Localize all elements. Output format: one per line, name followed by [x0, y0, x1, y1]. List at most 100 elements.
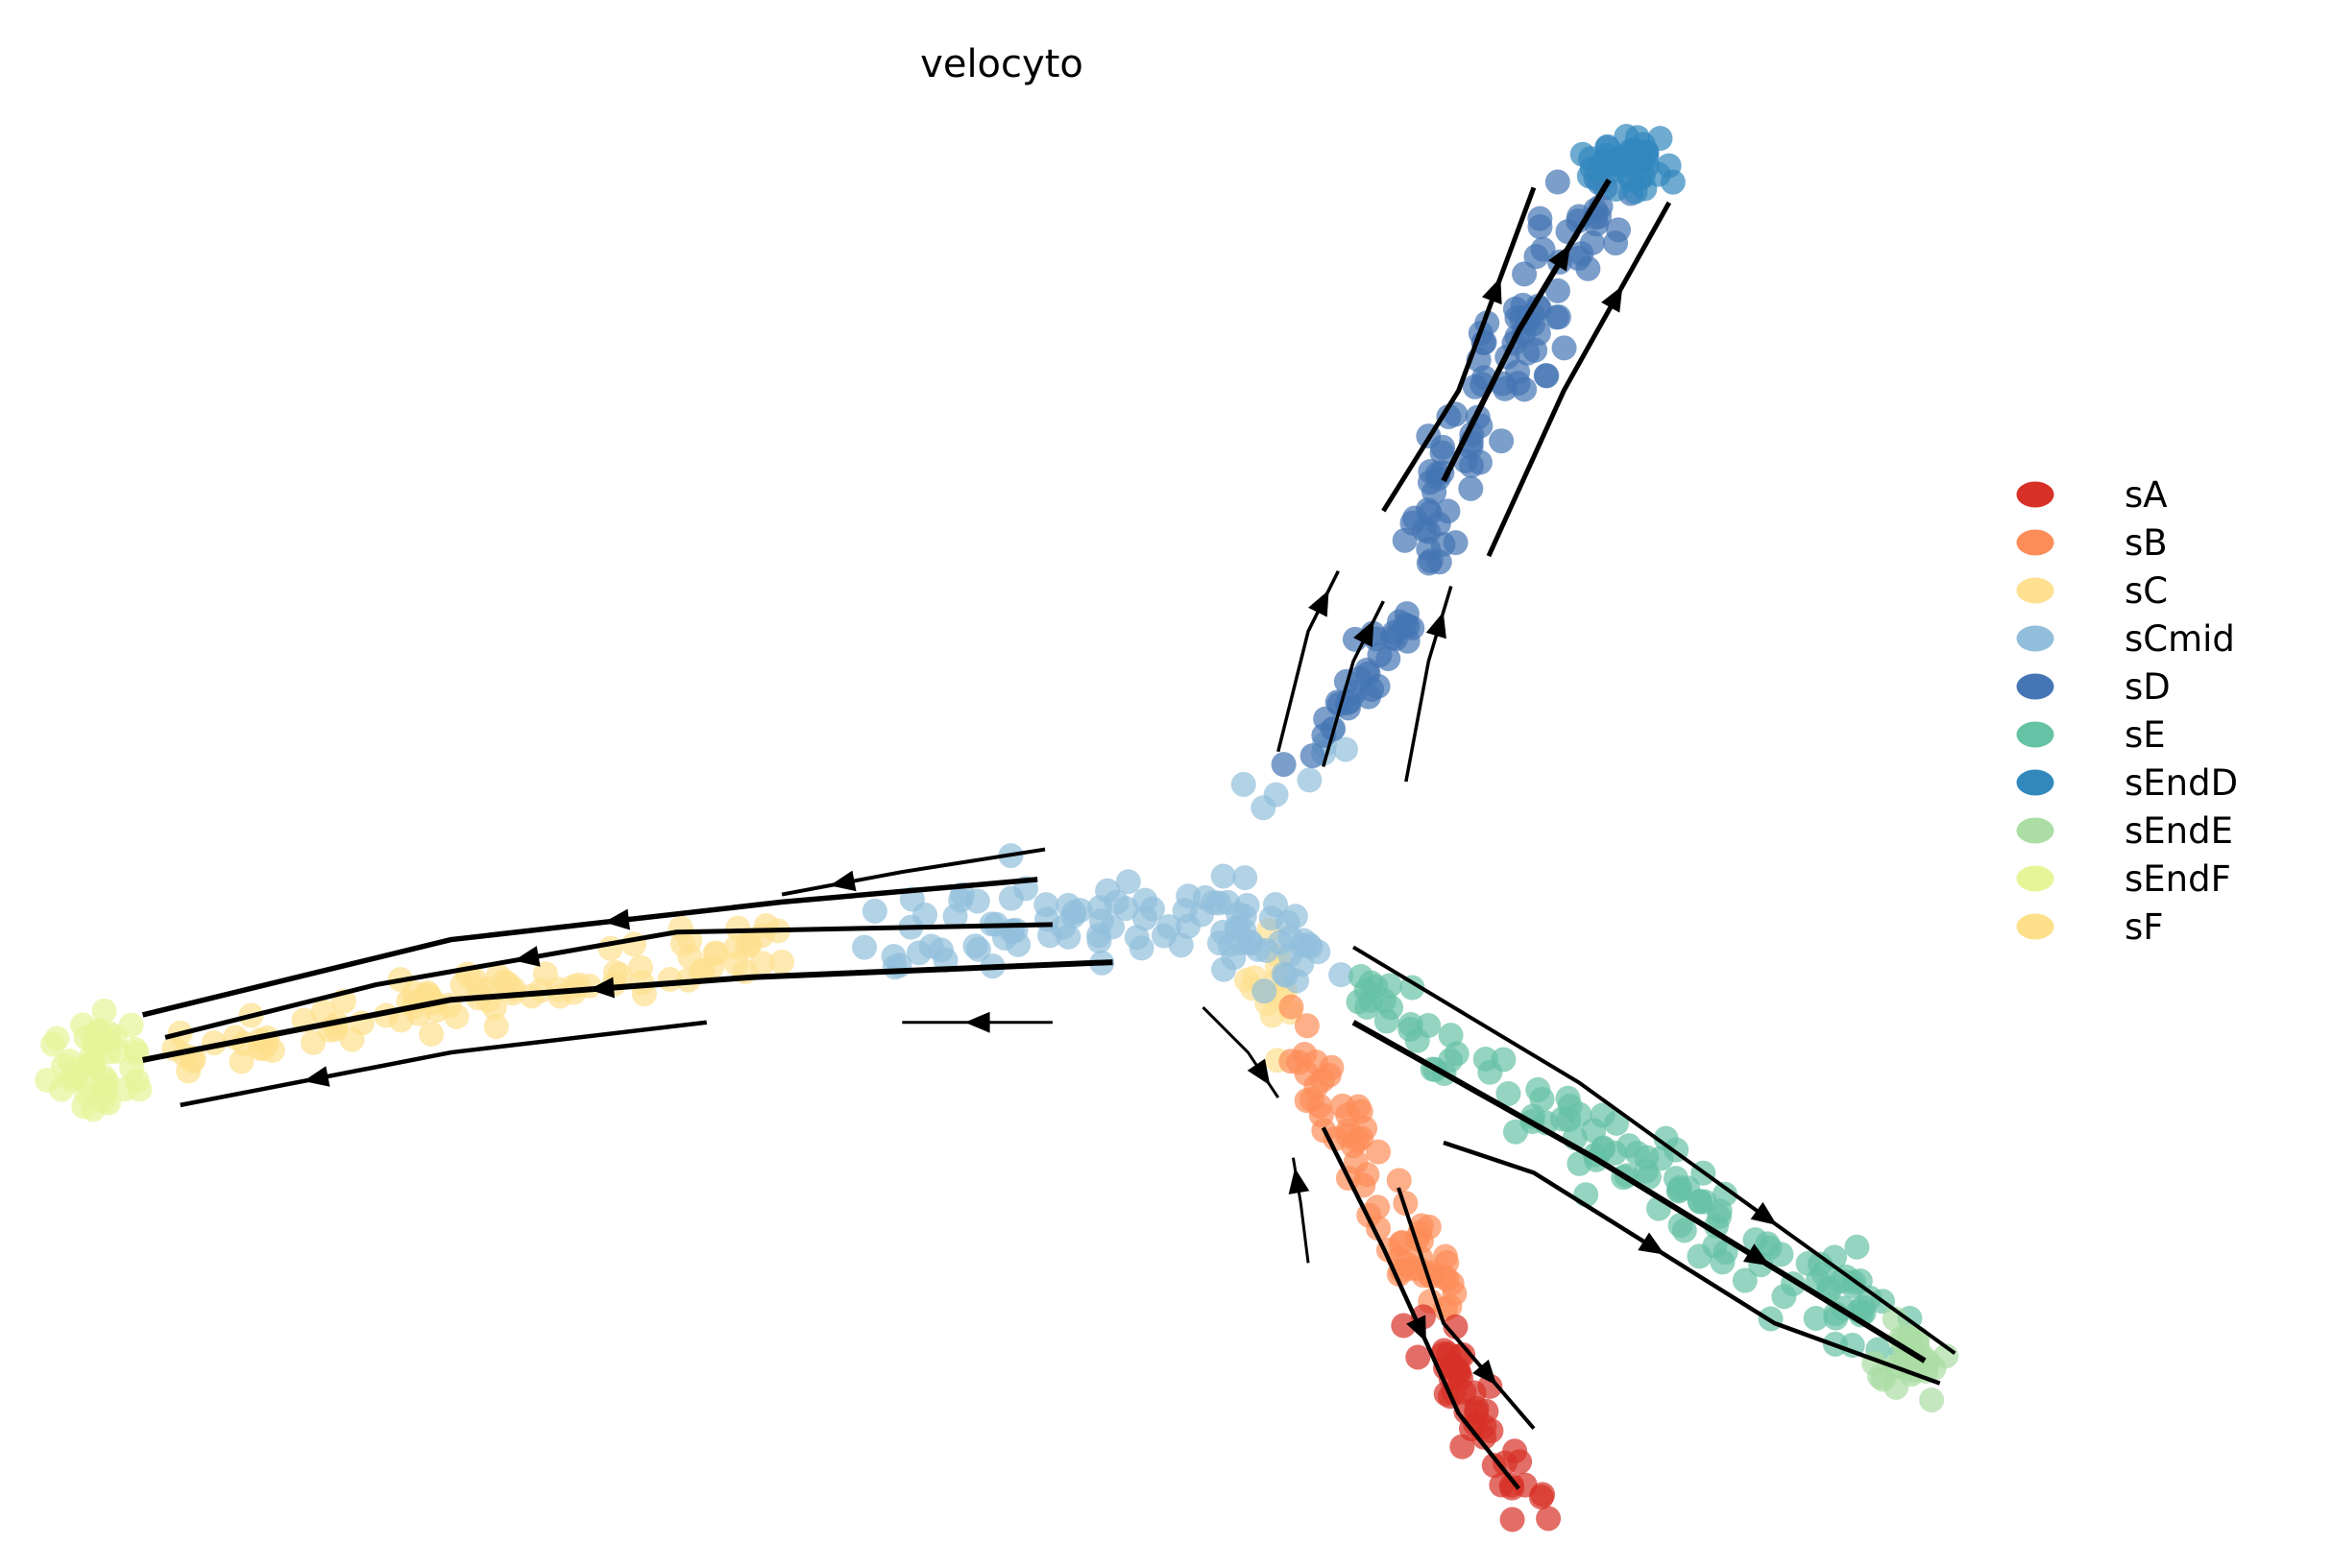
- point-sE: [1844, 1234, 1870, 1260]
- point-sB: [1434, 1266, 1460, 1291]
- streamline: [1352, 945, 1956, 1355]
- point-sEndE: [1919, 1387, 1945, 1412]
- point-sF: [444, 1003, 470, 1029]
- legend-marker: [2016, 481, 2054, 508]
- point-sE: [1702, 1233, 1728, 1259]
- point-sA: [1391, 1313, 1417, 1339]
- point-sE: [1732, 1267, 1758, 1293]
- point-sE: [1663, 1166, 1688, 1192]
- point-sCmid: [1232, 865, 1258, 891]
- point-sC: [753, 912, 779, 938]
- point-sE: [1768, 1242, 1794, 1267]
- point-sC: [621, 931, 647, 957]
- point-sE: [1653, 1125, 1679, 1151]
- point-sA: [1499, 1507, 1525, 1532]
- point-sCmid: [1230, 771, 1256, 797]
- streamline-arrow: [1481, 277, 1502, 305]
- legend-marker: [2016, 673, 2054, 700]
- legend-marker: [2016, 625, 2054, 652]
- point-sCmid: [1215, 889, 1241, 915]
- point-sD: [1392, 527, 1418, 553]
- streamline-arrow: [1638, 1232, 1665, 1255]
- point-sCmid: [1132, 887, 1158, 913]
- point-sF: [310, 999, 336, 1025]
- point-sEndD: [1647, 126, 1673, 152]
- point-sCmid: [1273, 962, 1299, 988]
- point-sE: [1624, 1140, 1650, 1166]
- point-sE: [1636, 1164, 1662, 1190]
- point-sD: [1430, 531, 1456, 557]
- point-sB: [1294, 1013, 1320, 1039]
- point-sA: [1449, 1434, 1475, 1459]
- point-sD: [1416, 550, 1442, 576]
- legend-item-sEndF: sEndF: [2016, 858, 2231, 900]
- point-sEndF: [119, 1055, 145, 1081]
- point-sE: [1346, 989, 1372, 1015]
- streamline: [1381, 186, 1537, 513]
- point-sCmid: [1088, 908, 1114, 934]
- point-sD: [1512, 261, 1538, 287]
- streamline-arrow: [1247, 1058, 1271, 1086]
- point-sEndD: [1656, 153, 1682, 179]
- point-sD: [1527, 205, 1553, 231]
- point-sEndF: [90, 1073, 116, 1098]
- legend-item-sD: sD: [2016, 666, 2171, 708]
- point-sB: [1278, 994, 1304, 1020]
- point-sD: [1436, 403, 1462, 429]
- point-sC: [690, 957, 716, 983]
- point-sCmid: [1258, 905, 1284, 931]
- streamline-arrow: [514, 946, 541, 967]
- streamline-arrow: [303, 1066, 330, 1087]
- point-sD: [1544, 169, 1570, 195]
- point-sCmid: [862, 898, 887, 924]
- point-sE: [1399, 975, 1425, 1001]
- point-sA: [1528, 1484, 1554, 1510]
- legend-label: sEndE: [2125, 810, 2233, 852]
- scatter-points: [35, 124, 1959, 1532]
- legend-label: sEndD: [2125, 762, 2238, 804]
- streamline-arrow: [1472, 1359, 1497, 1386]
- point-sE: [1397, 1011, 1423, 1037]
- point-sEndF: [49, 1076, 75, 1102]
- point-sD: [1523, 244, 1549, 270]
- point-sE: [1567, 1101, 1592, 1127]
- point-sA: [1477, 1373, 1503, 1399]
- point-sCmid: [1210, 863, 1236, 889]
- point-sB: [1345, 1127, 1371, 1153]
- point-sD: [1534, 363, 1560, 389]
- point-sD: [1515, 340, 1541, 366]
- streamline: [781, 847, 1046, 897]
- legend-marker: [2016, 529, 2054, 556]
- streamline-arrow: [1548, 244, 1570, 272]
- streamline-arrow: [1308, 590, 1329, 617]
- point-sA: [1405, 1344, 1431, 1370]
- point-sCmid: [942, 904, 968, 929]
- legend-label: sEndF: [2125, 858, 2231, 900]
- point-sC: [547, 983, 573, 1009]
- point-sCmid: [1297, 767, 1323, 793]
- legend-item-sB: sB: [2016, 522, 2168, 564]
- point-sCmid: [906, 940, 932, 966]
- point-sEndD: [1569, 141, 1595, 167]
- point-sF: [419, 1021, 445, 1047]
- streamline-arrow: [603, 908, 630, 930]
- point-sE: [1444, 1041, 1470, 1067]
- point-sEndF: [44, 1025, 70, 1051]
- point-sEndE: [1915, 1348, 1941, 1374]
- legend-item-sEndE: sEndE: [2016, 810, 2233, 852]
- point-sD: [1505, 371, 1531, 397]
- streamline-arrow: [829, 870, 857, 892]
- legend-marker: [2016, 817, 2054, 844]
- point-sEndF: [81, 1049, 107, 1074]
- point-sEndD: [1621, 137, 1647, 163]
- point-sCmid: [1333, 736, 1359, 762]
- streamline: [1486, 201, 1672, 558]
- point-sEndF: [118, 1012, 144, 1038]
- point-sE: [1667, 1213, 1693, 1239]
- legend-item-sEndD: sEndD: [2016, 762, 2238, 804]
- point-sE: [1687, 1189, 1713, 1215]
- streamline: [1441, 178, 1612, 483]
- point-sCmid: [1238, 930, 1264, 956]
- point-sB: [1294, 1088, 1320, 1114]
